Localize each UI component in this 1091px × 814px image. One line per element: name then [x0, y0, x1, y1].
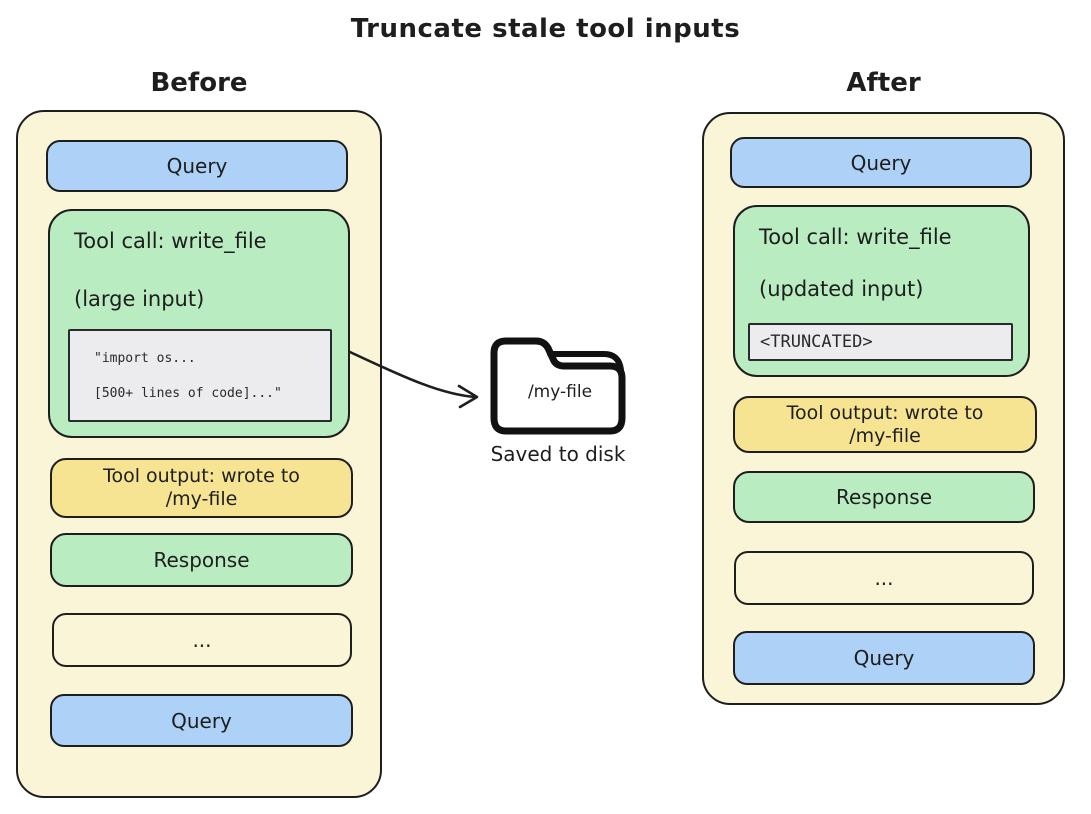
curved-arrow-icon [348, 350, 479, 409]
after-ellipsis-label: ... [874, 566, 894, 590]
before-code-snippet-box: "import os... [500+ lines of code]..." [68, 329, 332, 422]
after-response-label: Response [835, 485, 933, 509]
before-response-label: Response [153, 548, 250, 572]
after-label: After [846, 68, 921, 98]
after-tool-output-line1: Tool output: wrote to [786, 401, 984, 424]
before-query-bottom-box: Query [50, 694, 353, 747]
truncated-label: <TRUNCATED> [760, 332, 873, 352]
before-response-box: Response [50, 533, 353, 587]
before-ellipsis-box: ... [52, 613, 352, 667]
after-response-box: Response [733, 471, 1035, 523]
before-tool-output-box: Tool output: wrote to /my-file [50, 458, 353, 518]
before-tool-output-line1: Tool output: wrote to [103, 465, 300, 488]
before-query-top-box: Query [46, 140, 348, 192]
before-tool-call-subtitle: (large input) [74, 287, 205, 311]
folder-icon: /my-file [484, 330, 632, 440]
after-tool-call-subtitle: (updated input) [759, 277, 924, 301]
arrow-to-disk [340, 335, 500, 415]
before-tool-output-line2: /my-file [165, 488, 238, 510]
after-query-bottom-label: Query [853, 646, 915, 670]
folder-glyph [490, 337, 626, 435]
before-ellipsis-label: ... [192, 628, 212, 652]
code-line-2: [500+ lines of code]..." [94, 386, 282, 401]
before-query-top-label: Query [166, 154, 228, 178]
before-query-bottom-label: Query [171, 708, 232, 733]
before-tool-call-title: Tool call: write_file [74, 229, 267, 253]
after-tool-output-line2: /my-file [849, 424, 921, 447]
diagram-title: Truncate stale tool inputs [350, 14, 741, 44]
after-query-bottom-box: Query [733, 631, 1035, 685]
saved-to-disk-caption: Saved to disk [490, 442, 626, 466]
after-truncated-box: <TRUNCATED> [748, 323, 1013, 361]
folder-label: /my-file [527, 382, 593, 402]
after-query-top-box: Query [730, 137, 1032, 188]
after-query-top-label: Query [850, 150, 912, 175]
code-line-1: "import os... [94, 351, 196, 366]
after-tool-call-title: Tool call: write_file [759, 225, 952, 249]
before-label: Before [150, 68, 248, 98]
after-ellipsis-box: ... [734, 551, 1034, 605]
after-tool-output-box: Tool output: wrote to /my-file [733, 396, 1037, 453]
